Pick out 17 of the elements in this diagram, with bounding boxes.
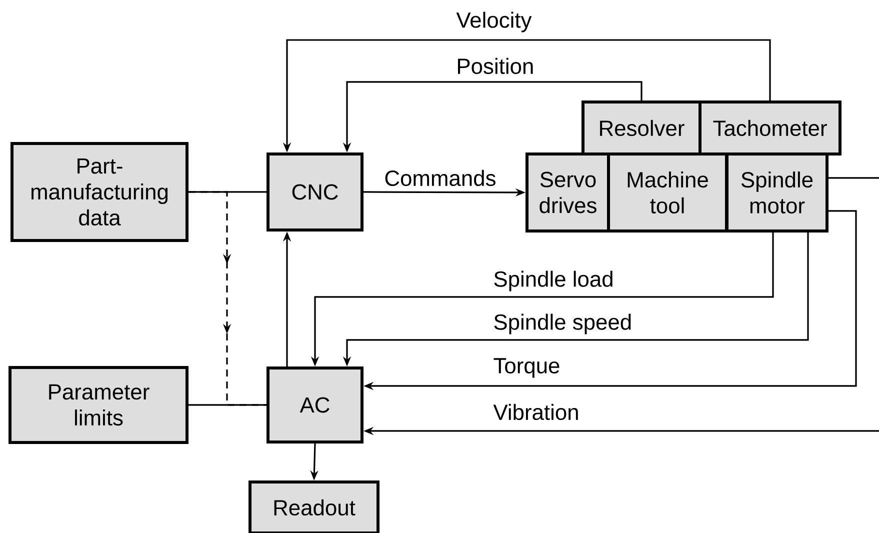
process-box: Parameter limits: [8, 366, 188, 444]
edge-label: Velocity: [456, 12, 532, 32]
process-box: Part- manufacturing data: [10, 142, 188, 242]
process-box: Tachometer: [698, 100, 842, 156]
edge-label: Spindle load: [494, 270, 612, 292]
process-box: Resolver: [582, 100, 702, 156]
edge-label: Position: [458, 58, 533, 74]
edge-label: Torque: [494, 358, 560, 378]
process-box: Servo drives: [526, 152, 610, 232]
process-box: Machine tool: [607, 152, 728, 232]
edge-label: Commands: [385, 170, 496, 186]
process-box: AC: [266, 366, 364, 444]
process-box: CNC: [266, 152, 364, 232]
process-box: Spindle motor: [726, 152, 828, 232]
process-box: Readout: [248, 480, 380, 533]
edge-label: Spindle speed: [494, 314, 631, 334]
edge-label: Vibration: [493, 404, 578, 420]
